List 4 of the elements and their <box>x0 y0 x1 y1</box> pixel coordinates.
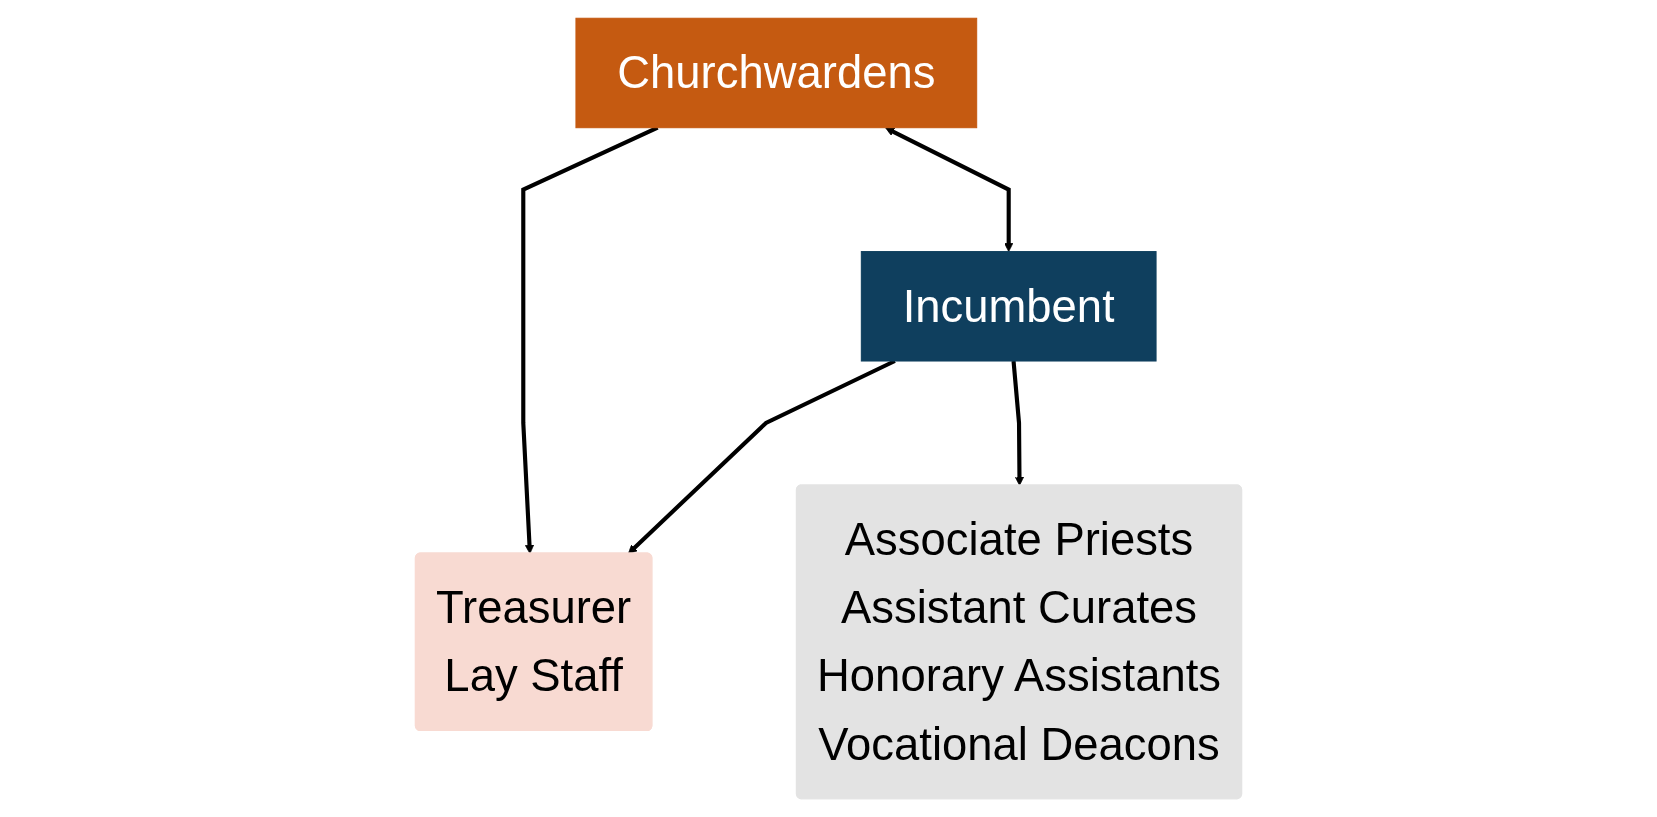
arrow <box>1011 360 1024 486</box>
node-box: Churchwardens <box>575 17 978 129</box>
node-box: Incumbent <box>860 251 1157 362</box>
arrow <box>885 127 1014 252</box>
